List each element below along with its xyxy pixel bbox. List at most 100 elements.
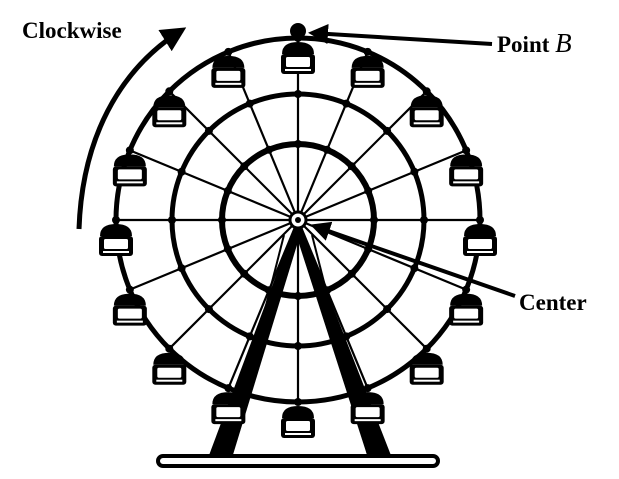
cabin-window [157,110,182,121]
cabin [350,384,385,425]
cabin-pivot [462,146,471,155]
cabin-window [104,239,128,249]
cabin-pivot [422,87,431,96]
cabin-pivot [224,384,233,393]
rim-joint [264,145,273,154]
cabin-window [468,239,492,249]
rim-joint [294,140,302,148]
rim-joint [177,167,186,176]
point-b-arrow [308,23,493,46]
cabin-window [286,57,310,67]
cabin-pivot [112,216,120,224]
cabin-stripe [156,122,183,125]
cabin-pivot [294,398,302,406]
spoke [129,149,299,222]
cabin [152,87,187,128]
rim-joint [245,332,254,341]
rim-joint [218,216,226,224]
cabin [112,285,147,326]
point-b-prefix: Point [497,32,555,57]
point-b-label: Point B [497,28,572,58]
cabin-window [355,70,380,81]
point-b-variable: B [555,28,572,58]
cabin-roof [113,154,146,167]
cabin [409,87,444,128]
rim-joint [294,292,302,300]
cabin-stripe [285,433,311,435]
cabin-stripe [116,320,143,323]
rim-joint [168,216,176,224]
cabin [350,47,385,88]
cabin-window [216,407,241,418]
cabin-roof [212,392,245,405]
cabin-roof [153,95,186,108]
rim-joint [323,145,332,154]
cabin-stripe [413,379,440,382]
cabin-window [216,70,241,81]
cabin-pivot [165,344,174,353]
cabin-roof [464,224,496,236]
cabin-stripe [354,419,381,422]
cabin-stripe [453,181,480,184]
cabin [112,146,147,187]
rim-joint [410,264,419,273]
rim-joint [364,186,373,195]
cabin-stripe [116,181,143,184]
cabin-stripe [467,251,493,253]
rim-joint [204,126,213,135]
cabin [211,384,246,425]
base-platform [156,454,440,468]
hub-core [295,217,301,223]
cabin-stripe [413,122,440,125]
cabin-roof [410,352,443,365]
cabin-pivot [224,47,233,56]
cabin-stripe [285,69,311,71]
spoke [129,218,299,291]
center-label: Center [519,290,587,315]
center-arrow [310,221,516,298]
cabin-window [414,110,439,121]
cabin-window [117,308,142,319]
cabin [211,47,246,88]
cabin-window [355,407,380,418]
cabin [99,216,133,256]
point-b-marker [290,23,306,39]
cabin-roof [351,392,384,405]
cabin-pivot [363,47,372,56]
rim-joint [410,167,419,176]
rim-joint [420,216,428,224]
cabin-roof [282,406,314,418]
cabin-pivot [125,285,134,294]
rim-joint [245,99,254,108]
cabin-pivot [462,285,471,294]
cabin [281,34,315,74]
clockwise-label: Clockwise [22,18,122,43]
rim-joint [177,264,186,273]
cabin-stripe [354,82,381,85]
cabin-roof [282,42,314,54]
cabin-roof [450,293,483,306]
cabin-window [454,169,479,180]
spoke [168,219,299,350]
cabin-roof [113,293,146,306]
rim-joint [294,90,302,98]
rim-joint [383,126,392,135]
cabin-pivot [165,87,174,96]
cabin-roof [100,224,132,236]
cabin [463,216,497,256]
cabin-window [414,367,439,378]
cabin-stripe [453,320,480,323]
cabin [449,285,484,326]
rim-joint [240,269,249,278]
spoke [297,90,428,221]
spoke [297,149,467,222]
rim-joint [342,99,351,108]
cabin-window [286,421,310,431]
cabin-stripe [103,251,129,253]
rim-joints [168,90,428,350]
cabin-window [454,308,479,319]
rim-joint [223,245,232,254]
cabin [449,146,484,187]
rim-joint [347,269,356,278]
